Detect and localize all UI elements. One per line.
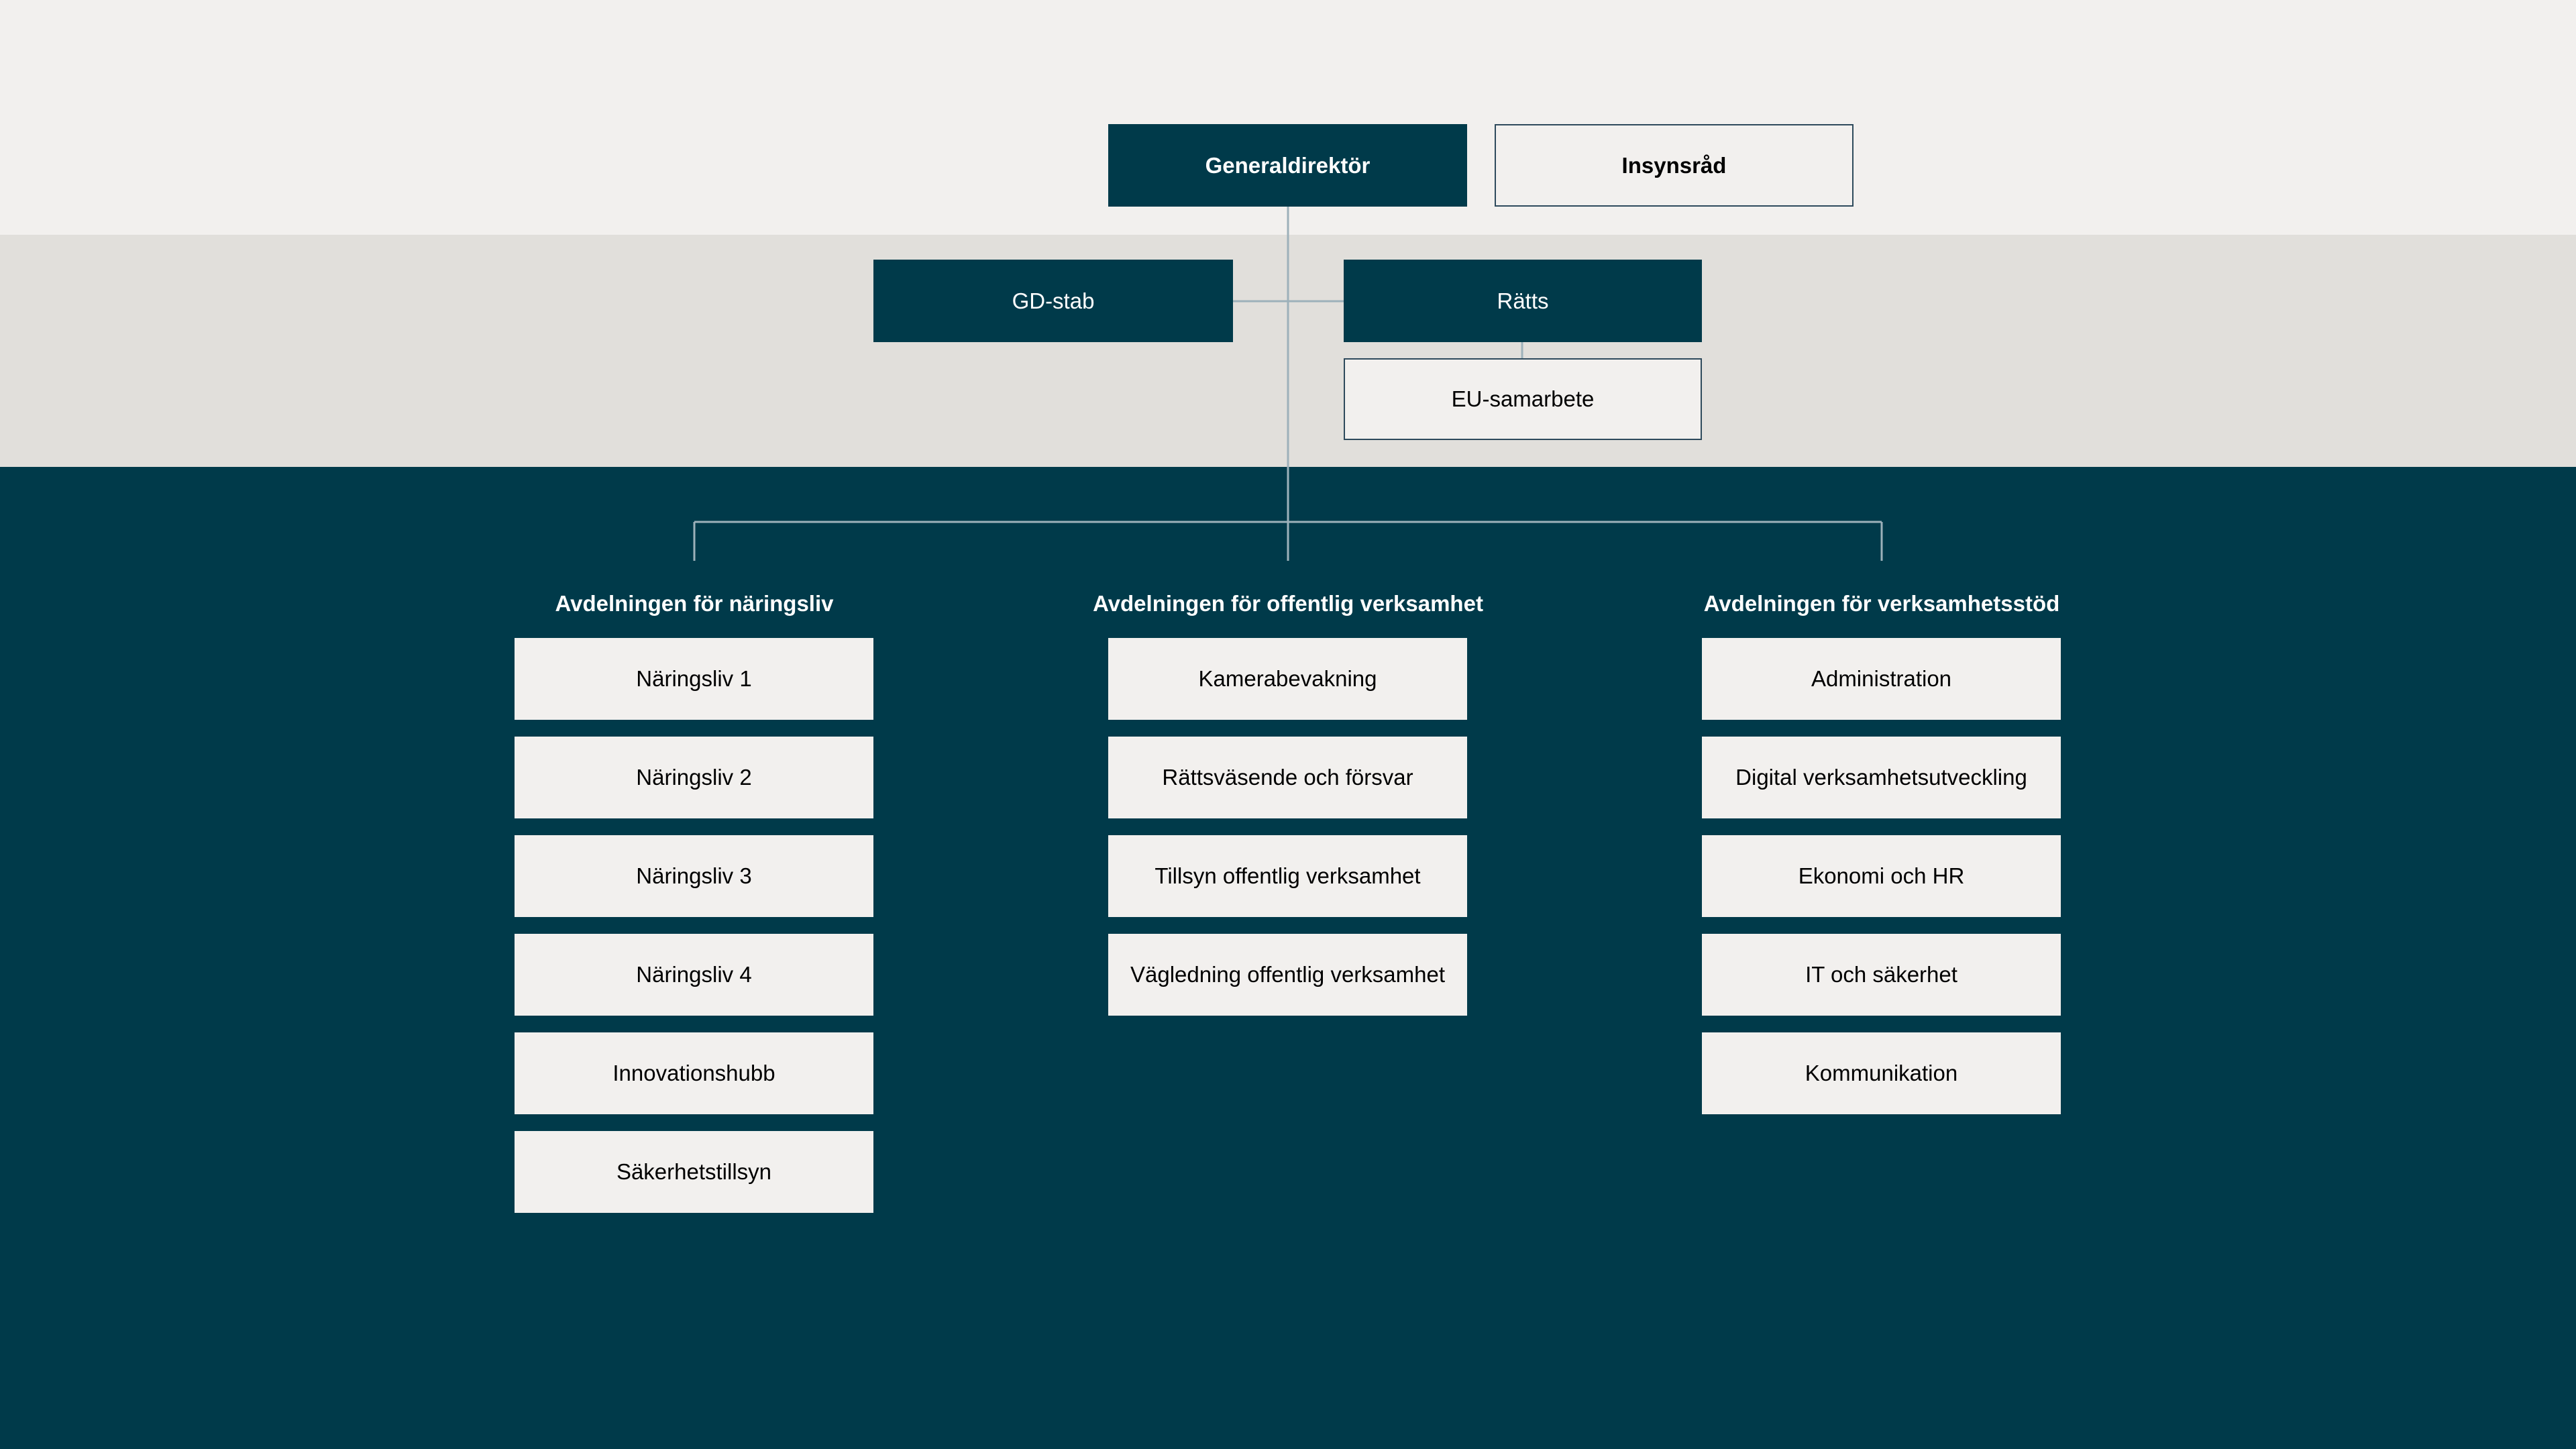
department-unit: Digital verksamhetsutveckling: [1702, 737, 2061, 818]
council-box: Insynsråd: [1495, 124, 1854, 207]
gd-stab-box: GD-stab: [873, 260, 1233, 342]
director-box: Generaldirektör: [1108, 124, 1467, 207]
department-unit: Vägledning offentlig verksamhet: [1108, 934, 1467, 1016]
department-unit: Kamerabevakning: [1108, 638, 1467, 720]
department-unit: Administration: [1702, 638, 2061, 720]
department-title: Avdelningen för näringsliv: [555, 591, 834, 616]
department-unit: IT och säkerhet: [1702, 934, 2061, 1016]
department-unit: Tillsyn offentlig verksamhet: [1108, 835, 1467, 917]
department-unit: Ekonomi och HR: [1702, 835, 2061, 917]
department-unit: Näringsliv 1: [515, 638, 873, 720]
eu-box: EU-samarbete: [1344, 358, 1702, 440]
department-title: Avdelningen för offentlig verksamhet: [1093, 591, 1483, 616]
ratts-box: Rätts: [1344, 260, 1702, 342]
department-unit: Säkerhetstillsyn: [515, 1131, 873, 1213]
department-unit: Näringsliv 4: [515, 934, 873, 1016]
department-unit: Kommunikation: [1702, 1032, 2061, 1114]
department-unit: Näringsliv 3: [515, 835, 873, 917]
department-unit: Näringsliv 2: [515, 737, 873, 818]
department-unit: Innovationshubb: [515, 1032, 873, 1114]
department-unit: Rättsväsende och försvar: [1108, 737, 1467, 818]
department-title: Avdelningen för verksamhetsstöd: [1703, 591, 2060, 616]
